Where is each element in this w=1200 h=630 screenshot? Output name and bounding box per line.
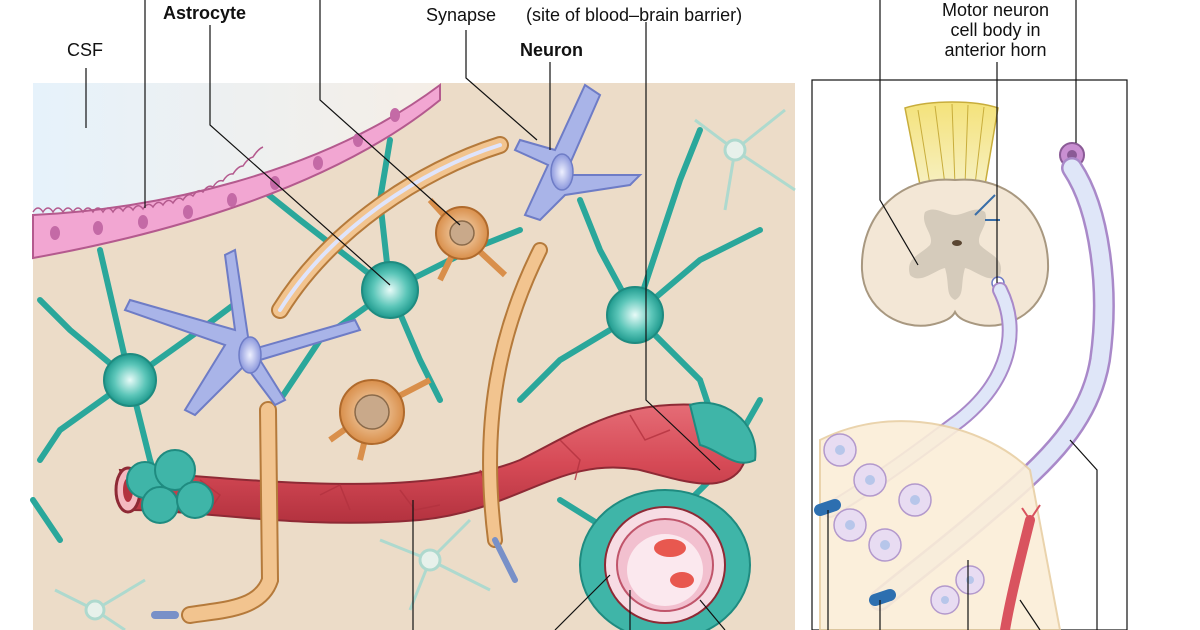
central-canal — [952, 240, 962, 246]
astrocyte-processes — [30, 127, 763, 553]
red-blood-cell — [654, 539, 686, 557]
oligodendrocytes — [328, 197, 508, 461]
label-astrocyte: Astrocyte — [163, 3, 247, 23]
dorsal-root-fibers — [904, 101, 999, 186]
neurons — [123, 83, 643, 417]
red-blood-cell — [670, 572, 694, 588]
spinal-grey-matter — [909, 209, 1001, 300]
pns-panel — [811, 0, 1128, 630]
label-motor-neuron: Motor neuron cell body in anterior horn — [928, 0, 1063, 60]
label-motor-neuron-line3: anterior horn — [944, 40, 1047, 60]
leader-lines — [85, 0, 726, 630]
background-astrocytes — [54, 108, 796, 630]
astrocyte-bodies — [103, 261, 664, 407]
capillary-cross-section — [579, 489, 751, 630]
astrocyte-endfeet — [126, 401, 757, 524]
label-capillary-site: (site of blood–brain barrier) — [526, 5, 743, 25]
label-motor-neuron-line2: cell body in — [950, 20, 1041, 40]
label-synapse: Synapse — [426, 5, 497, 25]
label-csf: CSF — [67, 40, 103, 60]
label-motor-neuron-line1: Motor neuron — [941, 0, 1050, 20]
blood-vessel-in-nerve — [1000, 515, 1035, 630]
label-neuron: Neuron — [520, 40, 583, 60]
cns-tissue-panel — [30, 0, 796, 630]
myelinated-axons — [151, 136, 548, 624]
nerve-axon-ends — [814, 499, 896, 606]
